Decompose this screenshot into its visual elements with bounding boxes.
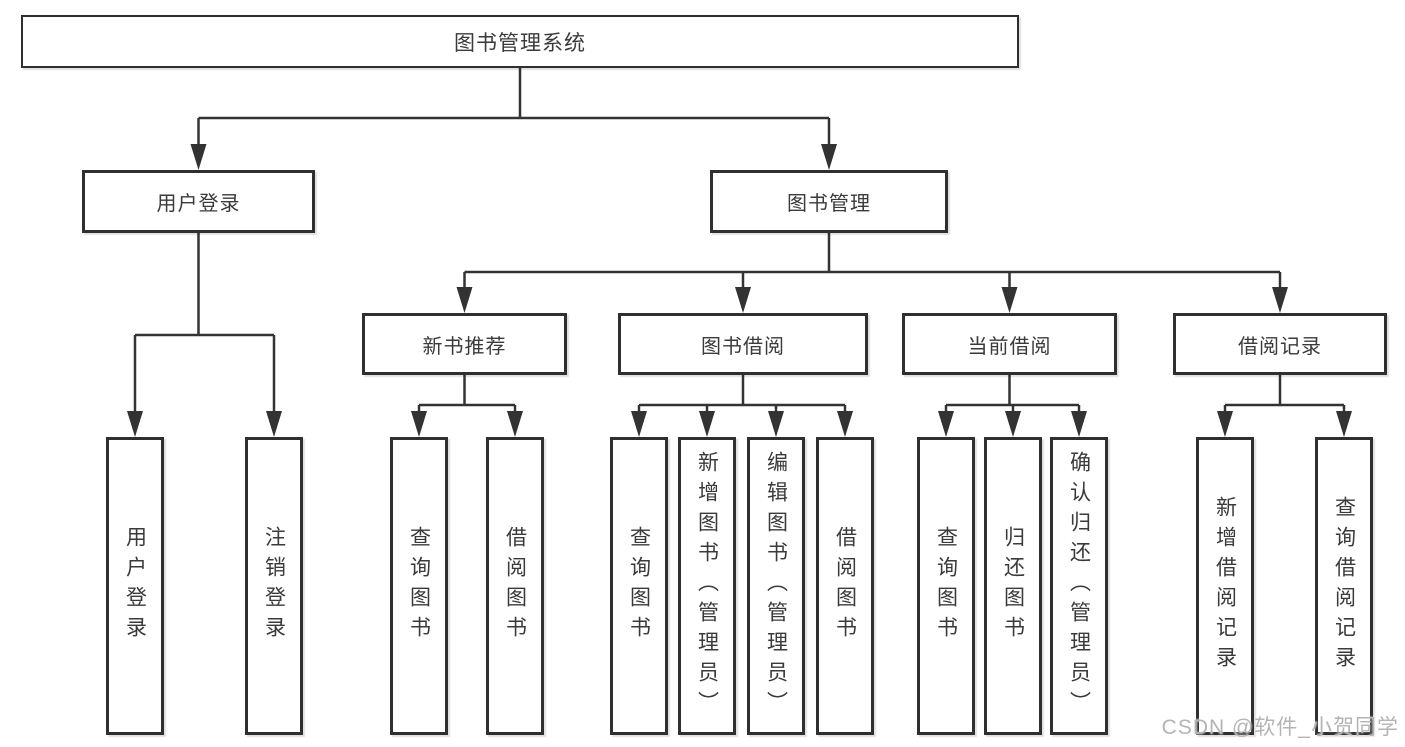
leaf-query-borrow-record-label: 查询借阅记录 bbox=[1332, 496, 1356, 676]
arrowhead-icon bbox=[699, 411, 715, 437]
leaf-query-books-2: 查询图书 bbox=[610, 437, 668, 735]
leaf-query-books-3: 查询图书 bbox=[917, 437, 975, 735]
connector-userlogin-to-leaves bbox=[127, 233, 282, 437]
leaf-edit-book-admin: 编辑图书（管理员） bbox=[747, 437, 805, 735]
arrowhead-icon bbox=[821, 144, 837, 170]
leaf-return-book-label: 归还图书 bbox=[1001, 526, 1025, 646]
leaf-logout-label: 注销登录 bbox=[262, 526, 286, 646]
connector-bookborrow-to-leaves bbox=[631, 375, 853, 437]
node-current-borrow-label: 当前借阅 bbox=[967, 335, 1052, 358]
leaf-confirm-return-admin: 确认归还（管理员） bbox=[1050, 437, 1108, 735]
connector-records-to-leaves bbox=[1217, 375, 1352, 437]
node-book-management-label: 图书管理 bbox=[787, 193, 871, 215]
leaf-add-borrow-record: 新增借阅记录 bbox=[1196, 437, 1254, 735]
node-user-login: 用户登录 bbox=[82, 170, 315, 233]
arrowhead-icon bbox=[938, 411, 954, 437]
arrowhead-icon bbox=[411, 411, 427, 437]
leaf-query-books-1-label: 查询图书 bbox=[407, 526, 431, 646]
leaf-borrow-books-1: 借阅图书 bbox=[486, 437, 544, 735]
arrowhead-icon bbox=[768, 411, 784, 437]
leaf-query-books-3-label: 查询图书 bbox=[934, 526, 958, 646]
leaf-confirm-return-admin-label: 确认归还（管理员） bbox=[1067, 451, 1091, 721]
node-user-login-label: 用户登录 bbox=[156, 193, 241, 215]
leaf-add-book-admin: 新增图书（管理员） bbox=[678, 437, 736, 735]
node-new-book-recommend-label: 新书推荐 bbox=[422, 335, 507, 358]
arrowhead-icon bbox=[1001, 287, 1018, 313]
leaf-query-books-2-label: 查询图书 bbox=[627, 526, 651, 646]
connector-root-to-level2 bbox=[190, 68, 837, 170]
node-root-label: 图书管理系统 bbox=[454, 31, 586, 55]
arrowhead-icon bbox=[735, 287, 751, 313]
arrowhead-icon bbox=[190, 144, 207, 170]
arrowhead-icon bbox=[456, 287, 473, 313]
arrowhead-icon bbox=[266, 411, 282, 437]
node-root: 图书管理系统 bbox=[21, 15, 1019, 68]
leaf-borrow-books-2-label: 借阅图书 bbox=[833, 526, 857, 646]
arrowhead-icon bbox=[631, 411, 647, 437]
arrowhead-icon bbox=[1005, 411, 1021, 437]
leaf-borrow-books-1-label: 借阅图书 bbox=[503, 526, 527, 646]
arrowhead-icon bbox=[1217, 411, 1233, 437]
leaf-edit-book-admin-label: 编辑图书（管理员） bbox=[764, 451, 788, 721]
node-borrow-records: 借阅记录 bbox=[1173, 313, 1387, 375]
node-current-borrow: 当前借阅 bbox=[902, 313, 1117, 375]
connector-newbooks-to-leaves bbox=[411, 375, 523, 437]
node-book-borrow: 图书借阅 bbox=[618, 313, 868, 375]
arrowhead-icon bbox=[1272, 287, 1288, 313]
leaf-logout: 注销登录 bbox=[245, 437, 303, 735]
leaf-add-book-admin-label: 新增图书（管理员） bbox=[695, 451, 719, 721]
leaf-query-books-1: 查询图书 bbox=[390, 437, 448, 735]
leaf-query-borrow-record: 查询借阅记录 bbox=[1315, 437, 1373, 735]
leaf-user-login: 用户登录 bbox=[106, 437, 164, 735]
arrowhead-icon bbox=[1071, 411, 1087, 437]
leaf-borrow-books-2: 借阅图书 bbox=[816, 437, 874, 735]
arrowhead-icon bbox=[1336, 411, 1352, 437]
node-new-book-recommend: 新书推荐 bbox=[362, 313, 567, 375]
arrowhead-icon bbox=[507, 411, 523, 437]
arrowhead-icon bbox=[837, 411, 853, 437]
node-book-borrow-label: 图书借阅 bbox=[701, 335, 785, 358]
leaf-return-book: 归还图书 bbox=[984, 437, 1042, 735]
leaf-user-login-label: 用户登录 bbox=[123, 526, 147, 646]
connector-currentborrow-to-leaves bbox=[938, 375, 1087, 437]
connector-bookmgmt-to-level3 bbox=[456, 233, 1288, 313]
arrowhead-icon bbox=[127, 411, 143, 437]
node-borrow-records-label: 借阅记录 bbox=[1238, 335, 1322, 358]
node-book-management: 图书管理 bbox=[710, 170, 948, 233]
leaf-add-borrow-record-label: 新增借阅记录 bbox=[1213, 496, 1237, 676]
